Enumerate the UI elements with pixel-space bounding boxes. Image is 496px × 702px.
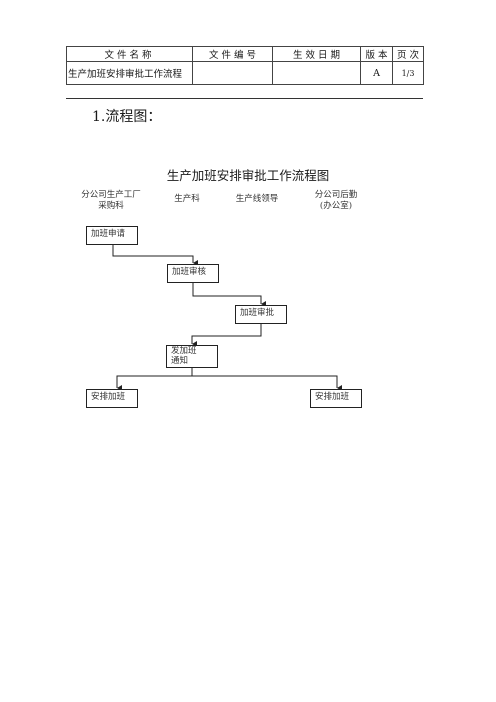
node-overtime-request: 加班申请 — [86, 226, 138, 245]
node-overtime-review: 加班审核 — [167, 264, 219, 283]
page-value: 1/3 — [392, 61, 424, 85]
node-arrange-overtime-right: 安排加班 — [310, 389, 362, 408]
connector-notice-to-arrange — [116, 368, 338, 388]
section-heading: 1.流程图： — [92, 109, 162, 125]
document-header-table: 文件名称 文 件 编 号 生 效 日 期 版 本 页 次 生产加班安排审批工作流… — [66, 46, 424, 85]
doc-name-value: 生产加班安排审批工作流程 — [66, 61, 193, 85]
lane-label-factory-purchasing: 分公司生产工厂 采购科 — [81, 190, 141, 211]
header-row-values: 生产加班安排审批工作流程 A 1/3 — [66, 61, 424, 85]
connector-approve-to-notice — [191, 324, 262, 347]
lane-label-production-dept: 生产科 — [174, 194, 200, 204]
node-overtime-approval: 加班审批 — [235, 305, 287, 324]
node-arrange-overtime-left: 安排加班 — [86, 389, 138, 408]
connector-request-to-review — [112, 245, 198, 266]
header-row-labels: 文件名称 文 件 编 号 生 效 日 期 版 本 页 次 — [66, 46, 424, 62]
header-divider — [66, 98, 423, 99]
connector-review-to-approve — [192, 283, 266, 307]
node-overtime-notice: 发加班 通知 — [166, 345, 218, 368]
lane-label-line-leader: 生产线领导 — [235, 194, 279, 204]
lane-label-logistics-office: 分公司后勤 (办公室) — [314, 190, 358, 211]
flowchart-title: 生产加班安排审批工作流程图 — [166, 168, 330, 183]
